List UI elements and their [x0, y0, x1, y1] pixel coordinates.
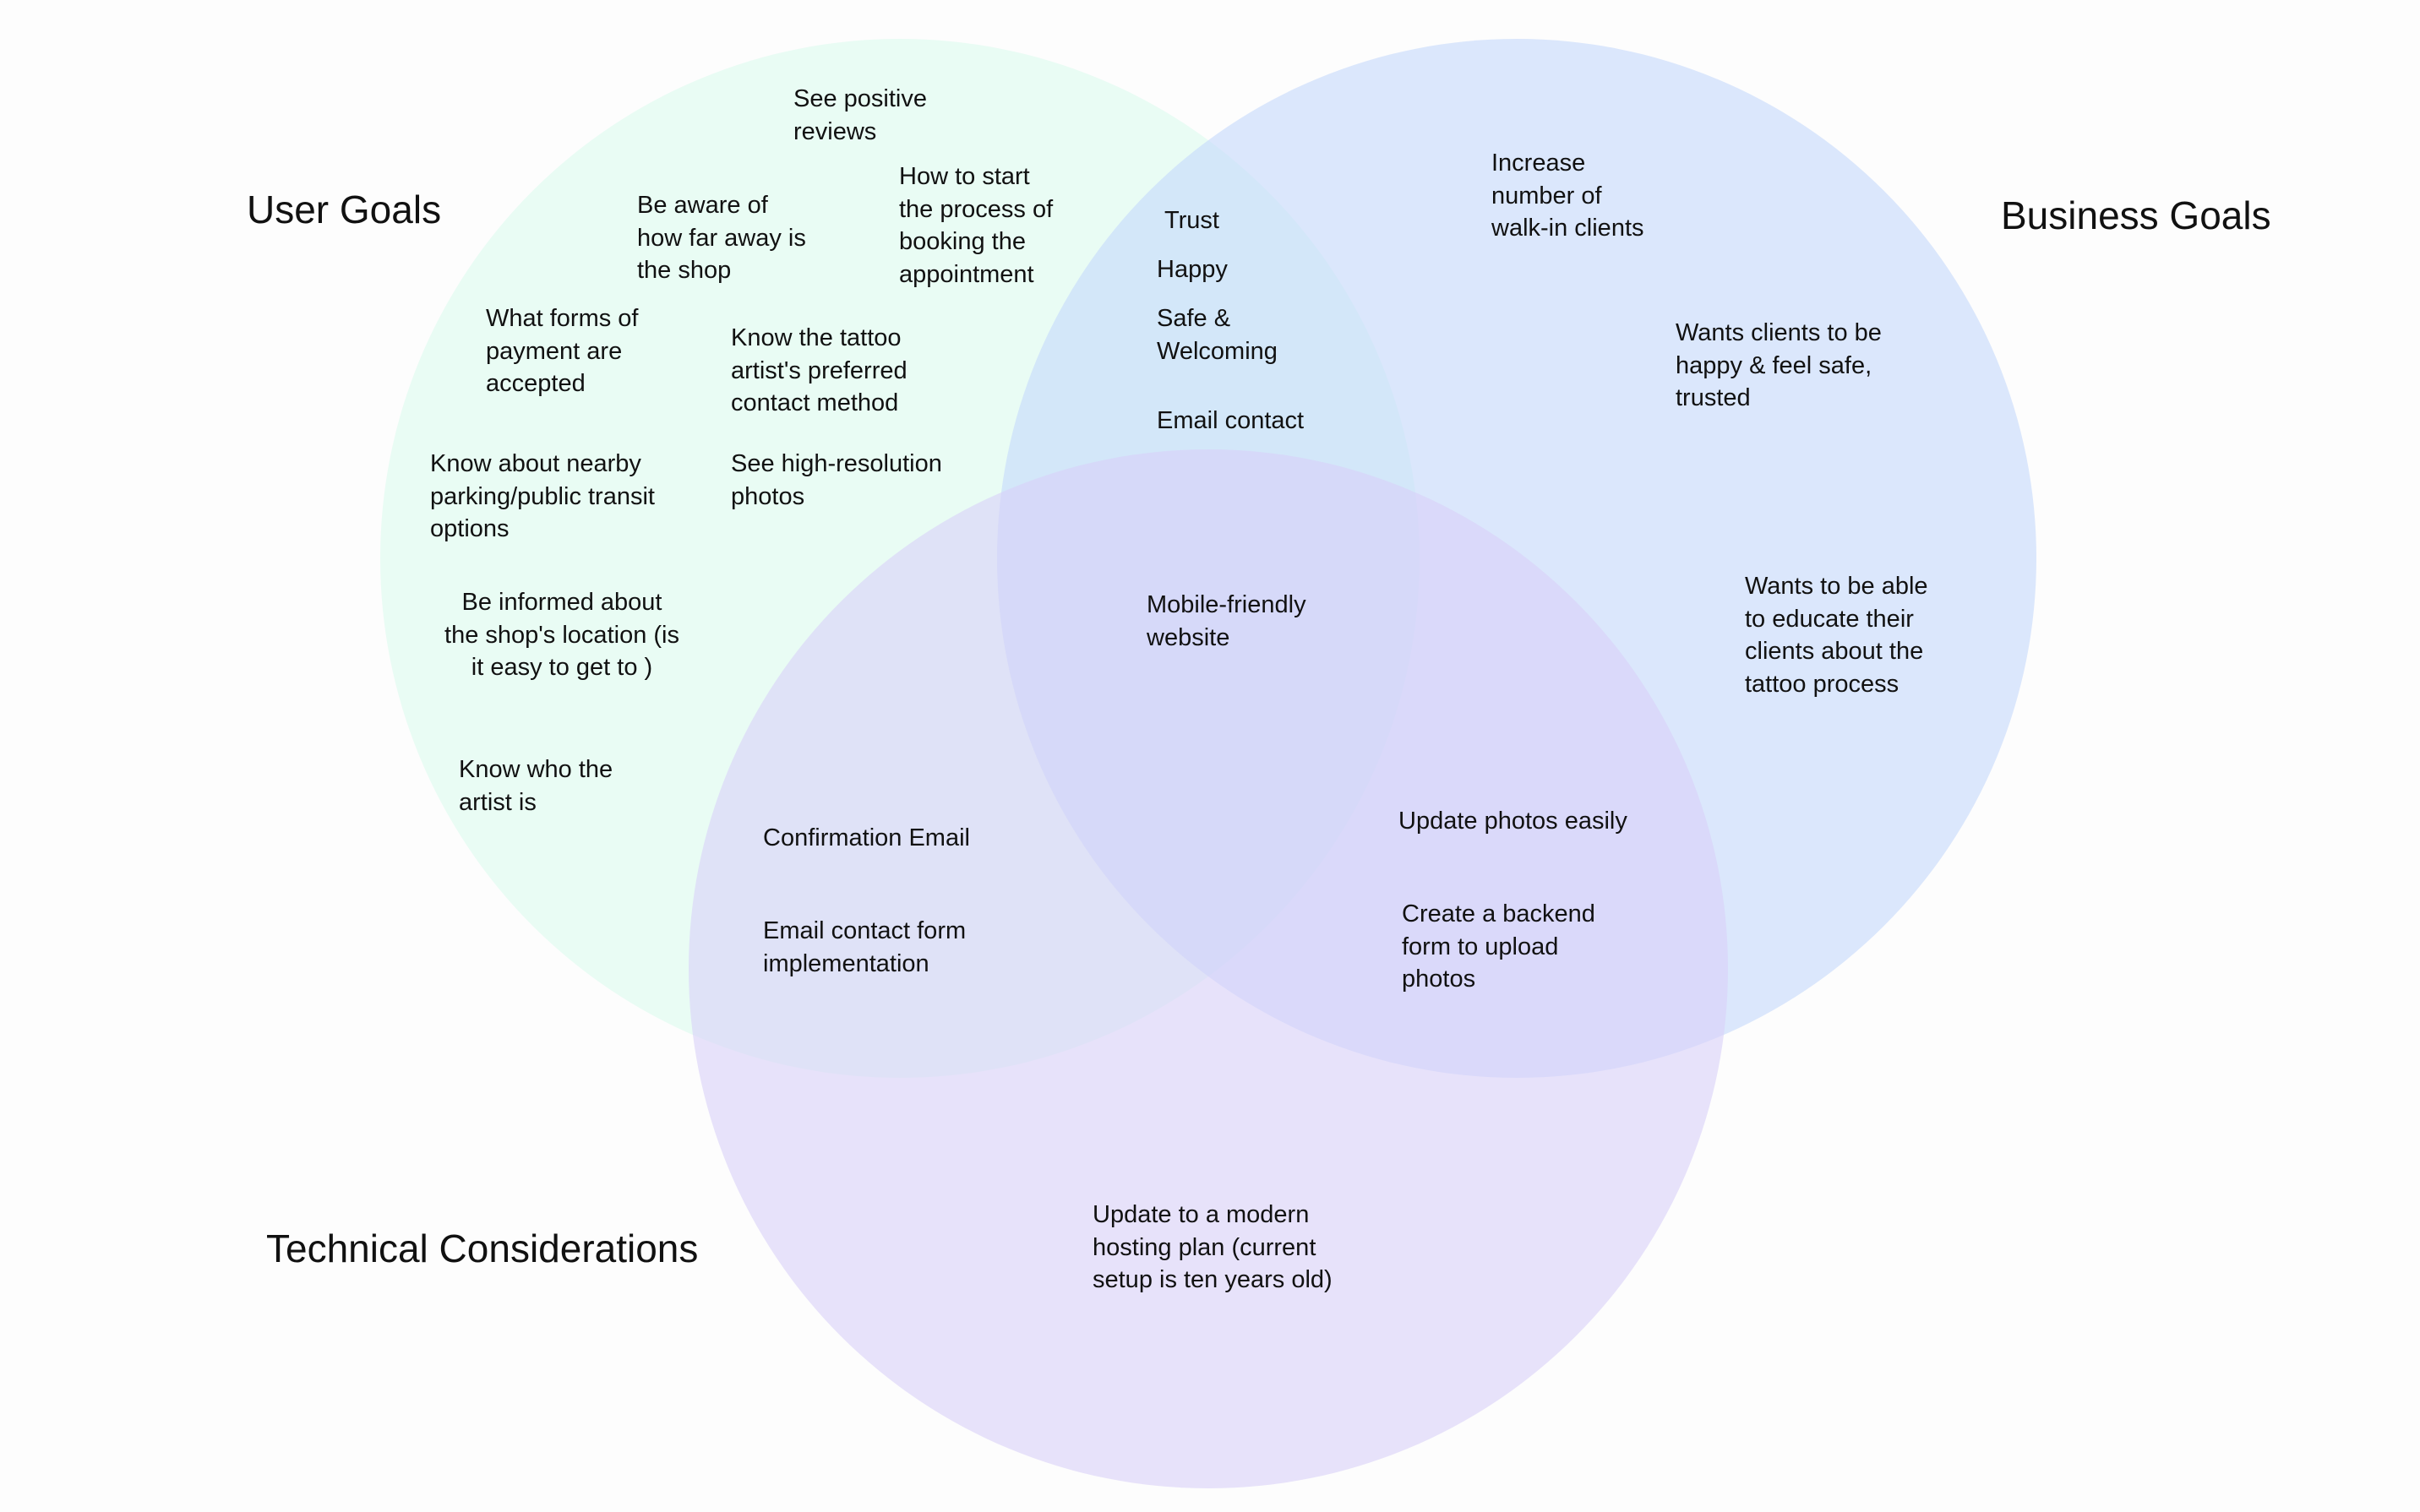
user-business-note: Trust — [1164, 207, 1219, 234]
user-goal-note: Know about nearby parking/public transit… — [430, 450, 655, 542]
business-technical-note: Create a backend form to upload photos — [1402, 900, 1595, 993]
user-goal-note: See positive reviews — [793, 85, 927, 145]
user-business-note: Safe & Welcoming — [1157, 305, 1278, 365]
user-goal-note: How to start the process of booking the … — [899, 163, 1054, 288]
business-goal-note: Wants to be able to educate their client… — [1745, 573, 1928, 698]
user-goal-note: Be informed about the shop's location (i… — [444, 589, 679, 681]
all-goals-note: Mobile-friendly website — [1147, 591, 1306, 651]
business-goal-note: Increase number of walk-in clients — [1491, 150, 1644, 242]
user-business-note: Happy — [1157, 256, 1228, 283]
user-goal-note: Know who the artist is — [459, 756, 613, 816]
user-goal-note: What forms of payment are accepted — [486, 305, 639, 397]
technical-note: Update to a modern hosting plan (current… — [1093, 1201, 1333, 1293]
user-business-note: Email contact — [1157, 407, 1305, 434]
user-goal-note: Know the tattoo artist's preferred conta… — [731, 324, 908, 416]
user-goals-heading: User Goals — [247, 188, 442, 231]
business-goals-heading: Business Goals — [2001, 193, 2271, 237]
technical-considerations-circle — [689, 449, 1728, 1488]
technical-considerations-heading: Technical Considerations — [266, 1226, 699, 1270]
user-technical-note: Email contact form implementation — [763, 917, 967, 977]
user-goal-note: Be aware of how far away is the shop — [637, 192, 806, 284]
user-goal-note: See high-resolution photos — [731, 450, 942, 510]
business-technical-note: Update photos easily — [1398, 808, 1627, 835]
business-goal-note: Wants clients to be happy & feel safe, t… — [1676, 319, 1882, 411]
user-technical-note: Confirmation Email — [763, 824, 970, 851]
